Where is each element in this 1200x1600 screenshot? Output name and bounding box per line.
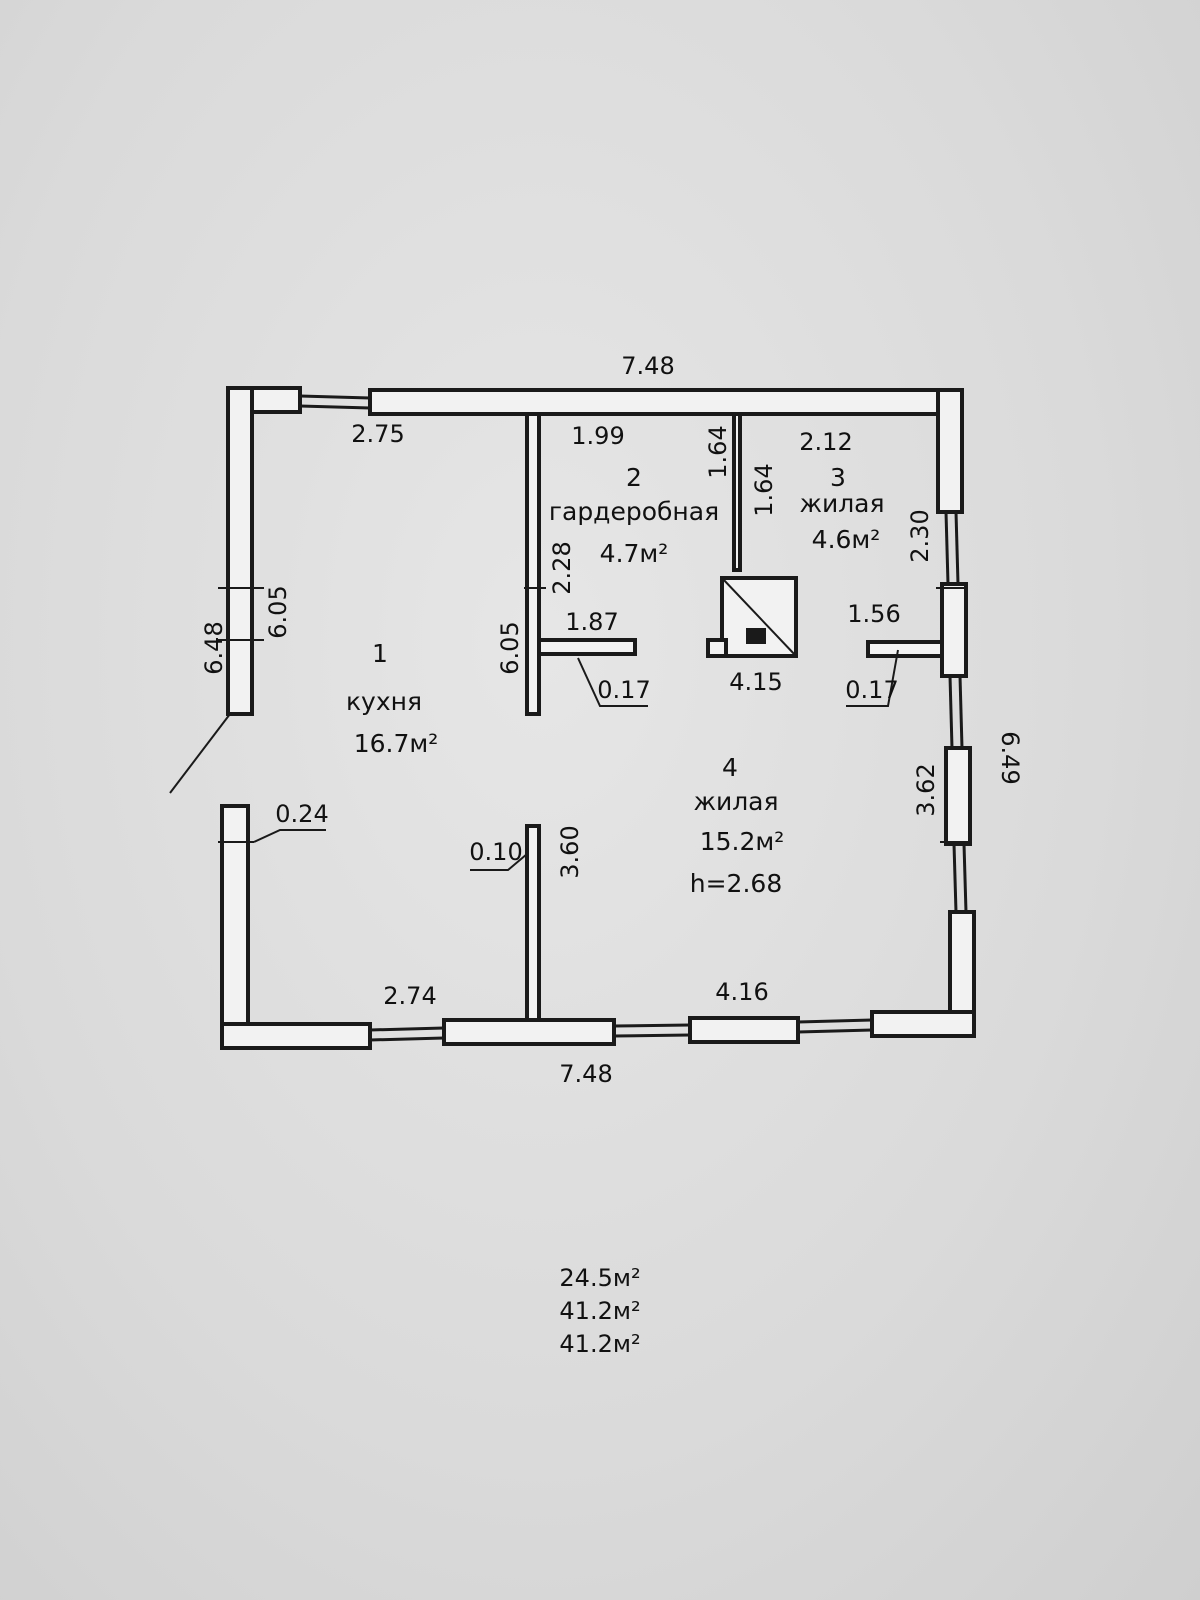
- dim-partition-a: 1.64: [704, 425, 732, 478]
- outer-walls: [169, 386, 976, 1050]
- dim-partition-lower: 3.60: [556, 825, 584, 878]
- wall-bottom-2: [442, 1018, 616, 1046]
- dim-top-overall: 7.48: [621, 352, 674, 380]
- living-area-total: 24.5м²: [559, 1264, 641, 1292]
- dim-right-lower: 3.62: [912, 763, 940, 816]
- total-area: 41.2м²: [559, 1297, 641, 1325]
- room-2-area: 4.7м²: [600, 539, 669, 568]
- room-4-area: 15.2м²: [700, 827, 785, 856]
- dim-partition-thickness-b: 0.17: [845, 676, 898, 704]
- wall-right-top: [936, 388, 964, 514]
- dim-right-upper: 2.30: [906, 509, 934, 562]
- partition-wardrobe-living3: [732, 412, 742, 572]
- dim-living4-bottom: 4.16: [715, 978, 768, 1006]
- room-1-name: кухня: [346, 687, 422, 716]
- room-4-label: 4 жилая 15.2м² h=2.68: [690, 753, 785, 898]
- dim-left-outer: 6.48: [200, 621, 228, 674]
- dim-wardrobe-bottom: 1.87: [565, 608, 618, 636]
- room-4-height: h=2.68: [690, 869, 782, 898]
- dim-bottom-overall: 7.48: [559, 1060, 612, 1088]
- dim-partition-thickness-a: 0.17: [597, 676, 650, 704]
- dim-partition-left: 6.05: [496, 621, 524, 674]
- dim-wardrobe-side: 2.28: [548, 541, 576, 594]
- total-area-2: 41.2м²: [559, 1330, 641, 1358]
- dim-kitchen-top: 2.75: [351, 420, 404, 448]
- dim-kitchen-bottom: 2.74: [383, 982, 436, 1010]
- windows-bottom: [369, 1018, 873, 1042]
- room-4-number: 4: [722, 753, 738, 782]
- wall-right-mid2: [944, 746, 972, 846]
- partition-wardrobe-bottom: [537, 638, 637, 656]
- partition-living3-bottom: [866, 640, 944, 658]
- dim-partition-b: 1.64: [750, 463, 778, 516]
- dim-wall-thickness: 0.24: [275, 800, 328, 828]
- dim-left-inner: 6.05: [264, 585, 292, 638]
- room-4-name: жилая: [693, 787, 778, 816]
- area-totals: 24.5м² 41.2м² 41.2м²: [520, 1262, 680, 1361]
- dim-wardrobe-top: 1.99: [571, 422, 624, 450]
- room-1-area: 16.7м²: [354, 729, 439, 758]
- room-2-number: 2: [626, 463, 642, 492]
- wall-bottom-3: [688, 1016, 800, 1044]
- room-3-label: 3 жилая 4.6м²: [799, 463, 884, 554]
- partitions: [525, 412, 944, 1022]
- partition-lower: [525, 824, 541, 1022]
- wall-top-main: [368, 388, 964, 416]
- partition-kitchen-wardrobe: [525, 412, 541, 716]
- dimension-labels: 7.48 2.75 1.99 2.12 1.64 1.64 6.48 6.05 …: [200, 352, 1024, 1088]
- dimension-leaders: [218, 587, 972, 871]
- window-top: [299, 394, 371, 400]
- wall-bottom-1: [220, 1022, 372, 1050]
- room-2-name: гардеробная: [549, 497, 719, 526]
- room-3-number: 3: [830, 463, 846, 492]
- wall-bottom-4: [870, 1010, 976, 1038]
- wall-left-upper: [226, 386, 254, 716]
- stove: [706, 576, 798, 658]
- room-1-number: 1: [372, 639, 388, 668]
- dim-living3-bottom: 1.56: [847, 600, 900, 628]
- entrance-door-leaf: [169, 713, 231, 794]
- room-1-label: 1 кухня 16.7м²: [346, 639, 438, 758]
- room-3-area: 4.6м²: [812, 525, 881, 554]
- room-3-name: жилая: [799, 489, 884, 518]
- dim-stove: 4.15: [729, 668, 782, 696]
- room-2-label: 2 гардеробная 4.7м²: [549, 463, 719, 568]
- dim-right-outer: 6.49: [996, 731, 1024, 784]
- wall-left-lower: [220, 804, 250, 1050]
- dim-partition-thickness-c: 0.10: [469, 838, 522, 866]
- dim-living3-top: 2.12: [799, 428, 852, 456]
- wall-right-mid1: [940, 582, 968, 678]
- windows-right: [944, 511, 968, 913]
